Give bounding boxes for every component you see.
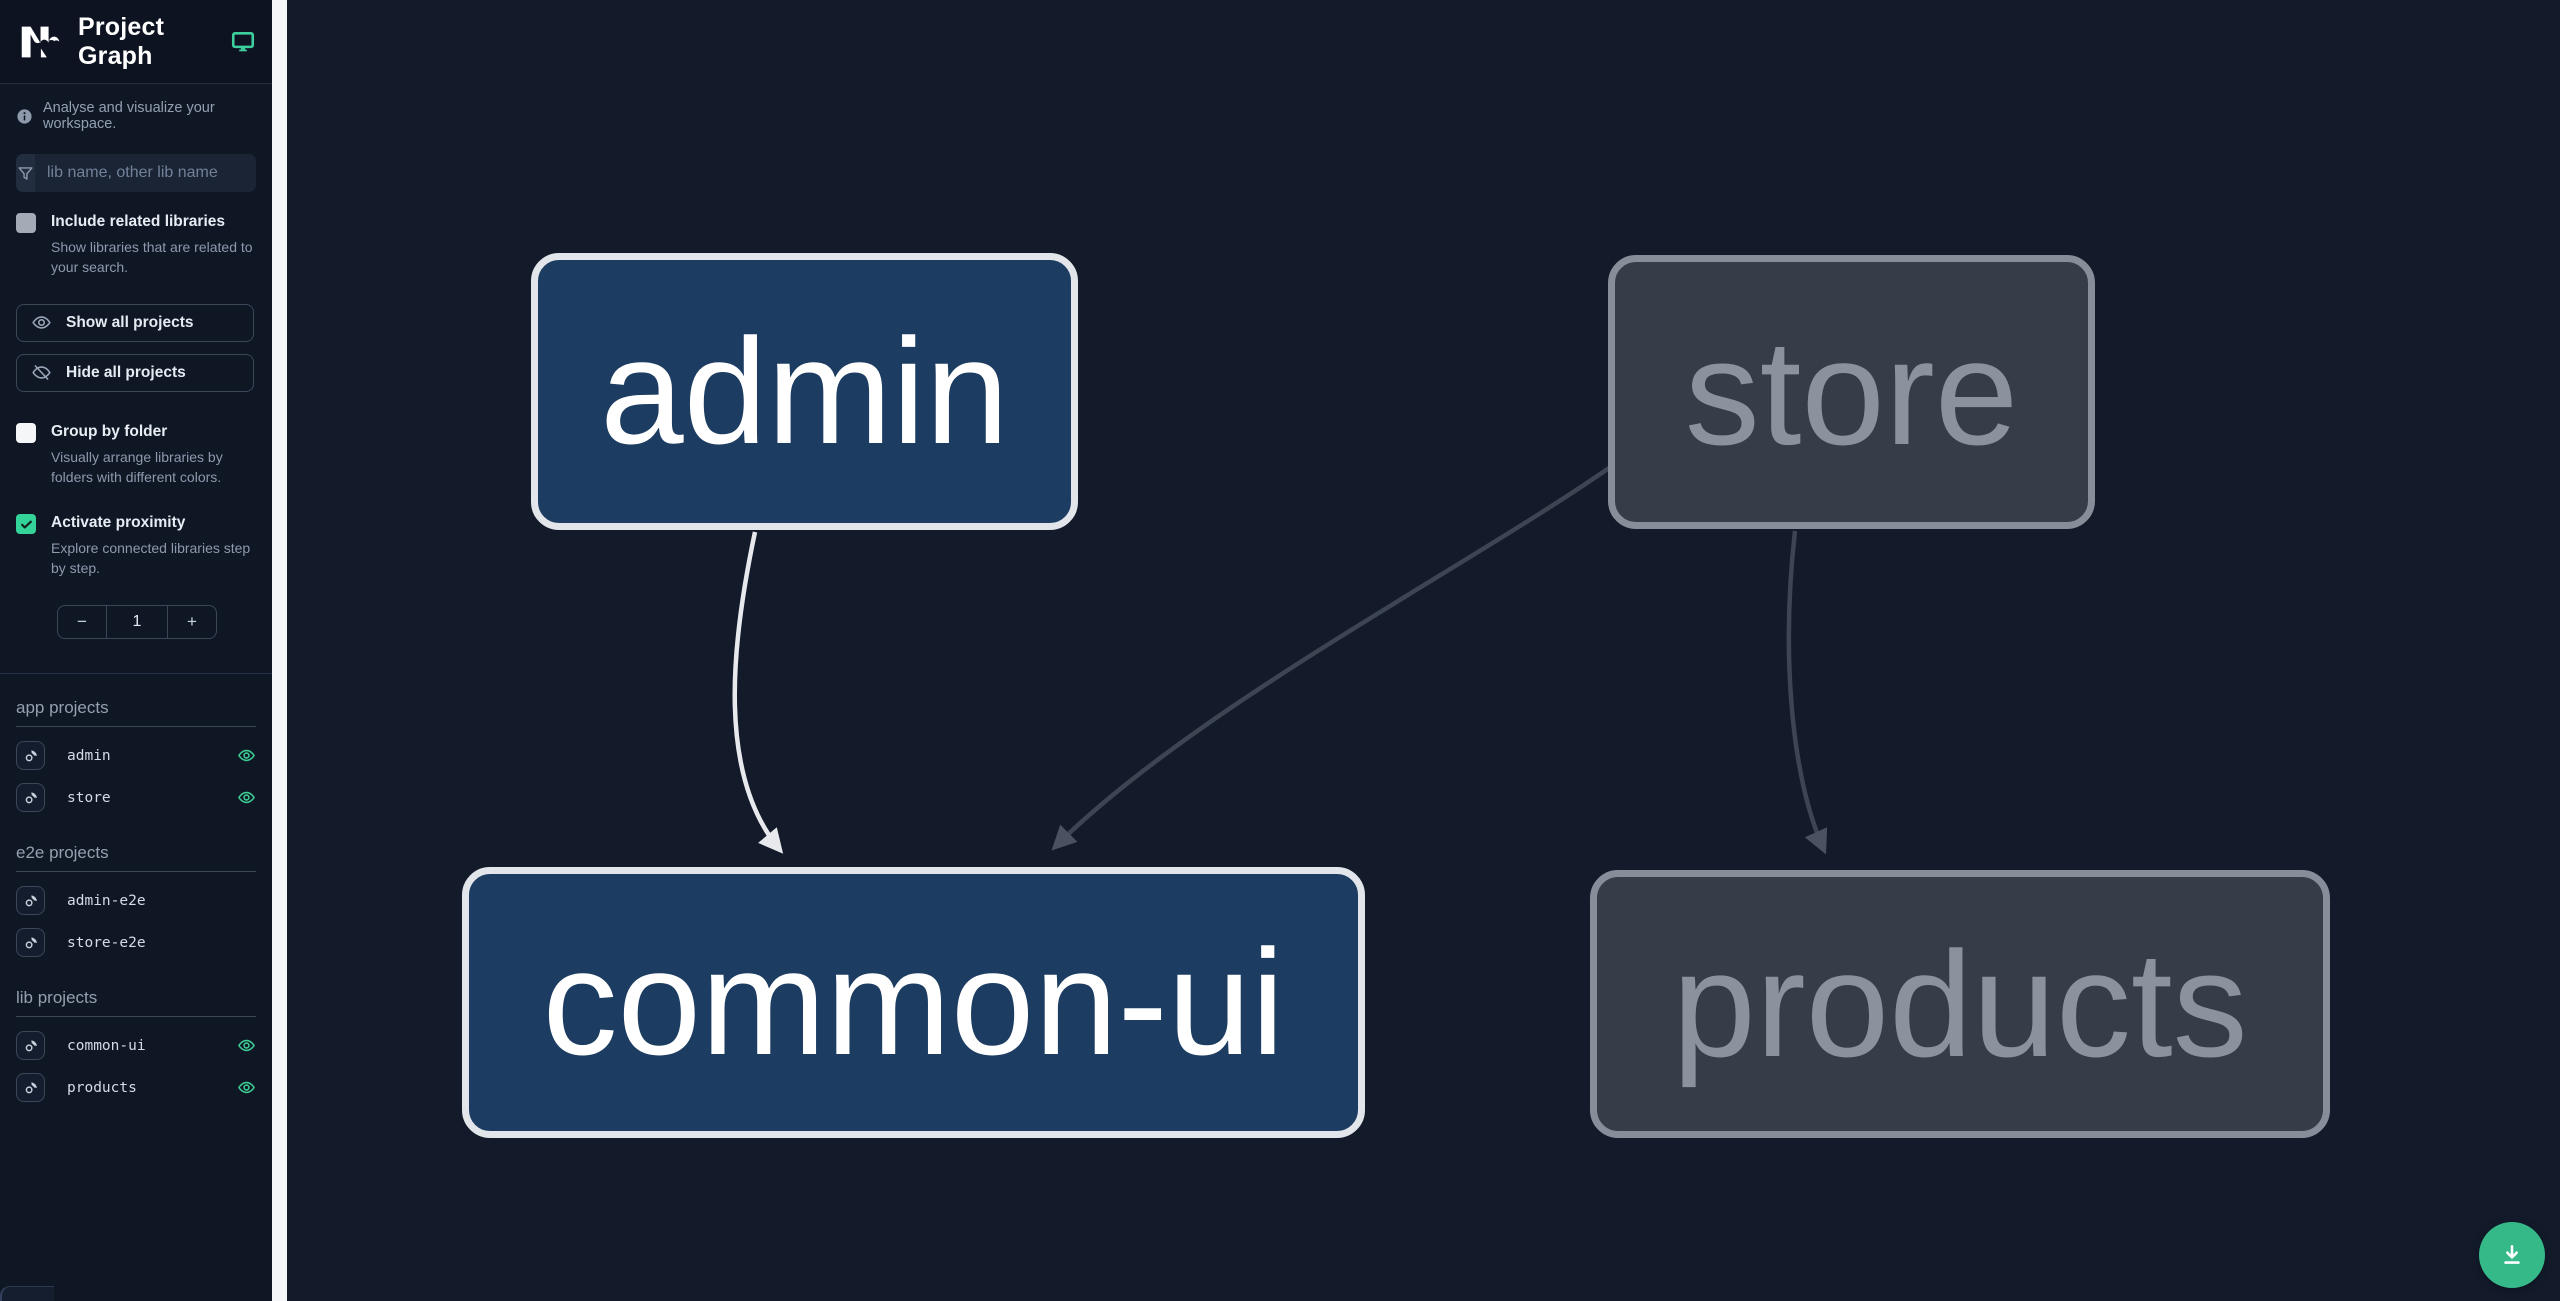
download-graph-button[interactable] — [2479, 1222, 2545, 1288]
focus-icon — [25, 1082, 37, 1094]
project-name: common-ui — [67, 1037, 146, 1054]
activate-proximity-label[interactable]: Activate proximity — [51, 514, 186, 532]
section-title: lib projects — [16, 964, 256, 1017]
visibility-eye-icon[interactable] — [237, 1078, 256, 1097]
graph-node-products[interactable]: products — [1590, 870, 2330, 1138]
info-icon — [17, 108, 32, 124]
focus-icon — [25, 1040, 37, 1052]
project-row-admin-e2e: admin-e2e — [16, 880, 256, 922]
search-box — [16, 154, 256, 192]
project-row-products: products — [16, 1067, 256, 1109]
visibility-eye-icon[interactable] — [237, 788, 256, 807]
edge-admin-to-common-ui[interactable] — [732, 531, 784, 854]
hide-all-projects-button[interactable]: Hide all projects — [16, 353, 254, 392]
focus-project-button[interactable] — [16, 1031, 45, 1061]
section-app-projects: app projects admin — [0, 674, 272, 819]
section-e2e-projects: e2e projects admin-e2e store- — [0, 819, 272, 964]
section-title: app projects — [16, 674, 256, 727]
page-title: Project Graph — [78, 12, 165, 70]
include-related-label[interactable]: Include related libraries — [51, 213, 226, 230]
checkmark-icon — [20, 520, 32, 529]
proximity-value: 1 — [106, 605, 168, 638]
focus-project-button[interactable] — [16, 741, 45, 771]
sidebar: Project Graph Analyse and visualize your… — [0, 0, 272, 1301]
group-by-folder-checkbox[interactable] — [16, 422, 36, 443]
include-related-description: Show libraries that are related to your … — [51, 239, 253, 276]
node-label: store — [1684, 307, 2019, 476]
group-by-folder-row: Group by folder Visually arrange librari… — [0, 422, 272, 488]
focus-project-button[interactable] — [16, 783, 45, 813]
group-by-folder-label[interactable]: Group by folder — [51, 422, 168, 440]
proximity-decrement-button[interactable]: − — [58, 606, 106, 638]
graph-canvas[interactable]: admin store common-ui products — [287, 0, 2560, 1301]
show-all-projects-label: Show all projects — [66, 313, 194, 331]
edge-store-to-products[interactable] — [1786, 530, 1828, 855]
graph-node-admin[interactable]: admin — [531, 253, 1078, 530]
tagline-row: Analyse and visualize your workspace. — [0, 84, 272, 146]
project-row-common-ui: common-ui — [16, 1025, 256, 1067]
proximity-stepper: − 1 + — [57, 604, 217, 639]
project-name: products — [67, 1079, 137, 1096]
graph-node-store[interactable]: store — [1608, 255, 2095, 529]
include-related-checkbox[interactable] — [16, 213, 36, 233]
search-input[interactable] — [35, 154, 256, 192]
focus-icon — [25, 895, 37, 907]
eye-icon — [32, 316, 51, 329]
project-row-admin: admin — [16, 735, 256, 777]
focus-icon — [25, 792, 37, 804]
project-name: admin — [67, 747, 111, 764]
focus-project-button[interactable] — [16, 1073, 45, 1103]
hide-all-projects-label: Hide all projects — [66, 363, 186, 381]
focus-project-button[interactable] — [16, 886, 45, 916]
focus-project-button[interactable] — [16, 928, 45, 958]
visibility-eye-icon[interactable] — [237, 746, 256, 765]
group-by-folder-description: Visually arrange libraries by folders wi… — [51, 448, 223, 485]
activate-proximity-checkbox[interactable] — [16, 514, 36, 535]
activate-proximity-row: Activate proximity Explore connected lib… — [0, 513, 272, 579]
tagline-text: Analyse and visualize your workspace. — [43, 100, 215, 132]
eye-off-icon — [32, 365, 51, 381]
edges-layer — [732, 466, 1828, 855]
section-lib-projects: lib projects common-ui — [0, 964, 272, 1109]
sidebar-scrollbar[interactable] — [272, 0, 287, 1301]
focus-icon — [25, 750, 37, 762]
project-name: admin-e2e — [67, 892, 146, 909]
project-row-store: store — [16, 777, 256, 819]
download-icon — [2504, 1244, 2520, 1264]
visibility-eye-icon[interactable] — [237, 1036, 256, 1055]
bottom-corner-panel — [0, 1286, 54, 1301]
filter-icon-box — [16, 154, 35, 192]
include-related-row: Include related libraries Show libraries… — [0, 212, 272, 278]
filter-icon — [18, 166, 33, 180]
nx-logo — [21, 26, 60, 57]
section-title: e2e projects — [16, 819, 256, 872]
activate-proximity-description: Explore connected libraries step by step… — [51, 540, 251, 577]
proximity-increment-button[interactable]: + — [168, 606, 216, 638]
monitor-icon[interactable] — [230, 29, 256, 55]
node-label: products — [1672, 919, 2248, 1088]
graph-node-common-ui[interactable]: common-ui — [462, 867, 1365, 1138]
node-label: admin — [600, 307, 1009, 475]
edge-store-to-common-ui[interactable] — [1051, 466, 1611, 851]
sidebar-header: Project Graph — [0, 0, 272, 84]
sidebar-divider — [0, 672, 272, 674]
show-all-projects-button[interactable]: Show all projects — [16, 303, 254, 342]
project-name: store — [67, 789, 111, 806]
project-row-store-e2e: store-e2e — [16, 922, 256, 964]
project-name: store-e2e — [67, 934, 146, 951]
focus-icon — [25, 937, 37, 949]
node-label: common-ui — [542, 918, 1285, 1086]
